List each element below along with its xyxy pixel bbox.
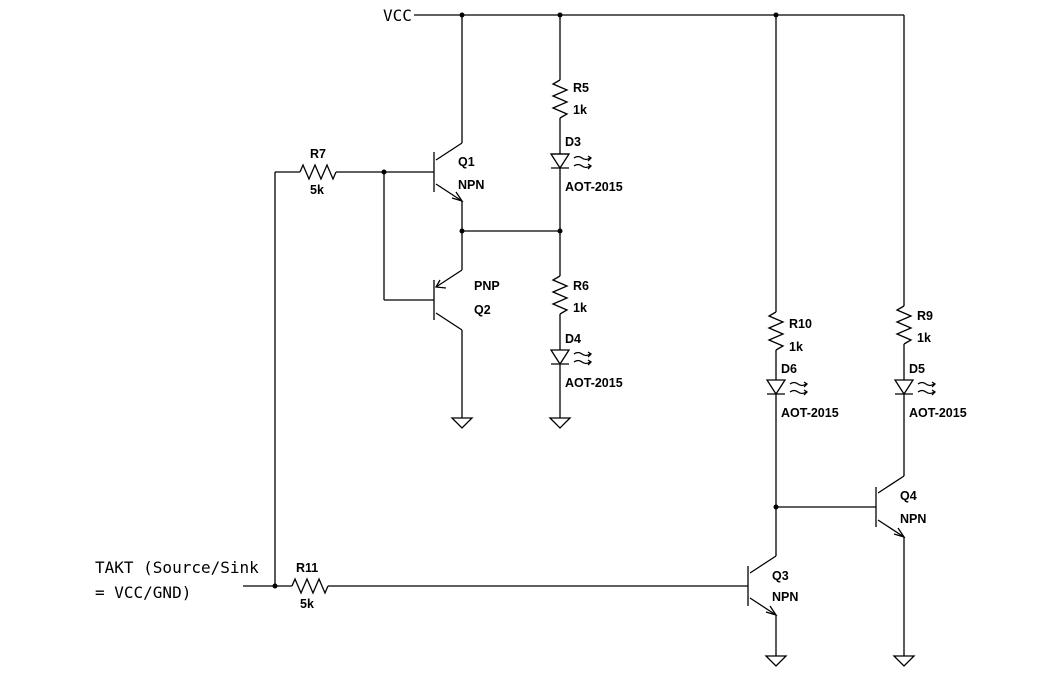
resistor-r6 bbox=[551, 231, 569, 350]
d5-value: AOT-2015 bbox=[909, 406, 967, 420]
d3-value: AOT-2015 bbox=[565, 180, 623, 194]
d6-value: AOT-2015 bbox=[781, 406, 839, 420]
resistor-r7 bbox=[274, 163, 387, 586]
r9-ref: R9 bbox=[917, 309, 933, 323]
vcc-rail bbox=[414, 12, 905, 306]
d3-ref: D3 bbox=[565, 135, 581, 149]
midpoint-node bbox=[459, 228, 563, 234]
transistor-q4 bbox=[776, 475, 915, 667]
resistor-r11 bbox=[243, 577, 748, 595]
takt-label-line2: = VCC/GND) bbox=[95, 583, 191, 602]
r6-ref: R6 bbox=[573, 279, 589, 293]
transistor-q1 bbox=[384, 15, 464, 231]
resistor-r10 bbox=[767, 15, 785, 380]
q1-type: NPN bbox=[458, 178, 484, 192]
led-d3 bbox=[549, 153, 593, 231]
q4-type: NPN bbox=[900, 512, 926, 526]
led-d5 bbox=[893, 379, 937, 476]
r7-value: 5k bbox=[310, 183, 324, 197]
d6-ref: D6 bbox=[781, 362, 797, 376]
d4-value: AOT-2015 bbox=[565, 376, 623, 390]
q4-ref: Q4 bbox=[900, 489, 917, 503]
q1-ref: Q1 bbox=[458, 155, 475, 169]
q2-ref: Q2 bbox=[474, 303, 491, 317]
r10-ref: R10 bbox=[789, 317, 812, 331]
q3-ref: Q3 bbox=[772, 569, 789, 583]
r7-ref: R7 bbox=[310, 147, 326, 161]
resistor-r5 bbox=[551, 15, 569, 154]
r6-value: 1k bbox=[573, 301, 587, 315]
q3-type: NPN bbox=[772, 590, 798, 604]
resistor-r9 bbox=[895, 305, 913, 380]
takt-label-line1: TAKT (Source/Sink bbox=[95, 558, 259, 577]
r9-value: 1k bbox=[917, 331, 931, 345]
r11-ref: R11 bbox=[296, 561, 318, 575]
transistor-q2 bbox=[384, 231, 473, 429]
q2-type: PNP bbox=[474, 279, 500, 293]
led-d4 bbox=[549, 349, 593, 429]
vcc-label: VCC bbox=[383, 6, 412, 25]
d5-ref: D5 bbox=[909, 362, 925, 376]
r10-value: 1k bbox=[789, 340, 803, 354]
d4-ref: D4 bbox=[565, 332, 581, 346]
led-d6 bbox=[765, 379, 809, 556]
r5-value: 1k bbox=[573, 103, 587, 117]
r11-value: 5k bbox=[300, 597, 314, 611]
r5-ref: R5 bbox=[573, 81, 589, 95]
